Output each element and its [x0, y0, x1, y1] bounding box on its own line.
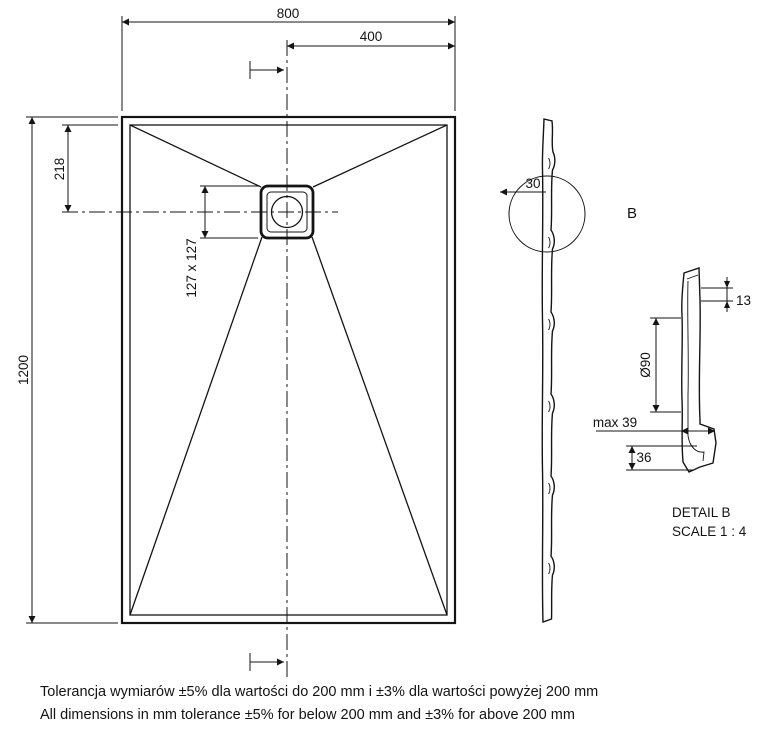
detail-dim-max39: max 39: [593, 415, 715, 435]
note-english: All dimensions in mm tolerance ±5% for b…: [40, 707, 575, 723]
tolerance-notes: Tolerancja wymiarów ±5% dla wartości do …: [40, 684, 598, 723]
drain-outer-frame: [259, 184, 315, 240]
detail-dim-d90: Ø90: [638, 317, 681, 413]
detail-dim-13: 13: [701, 277, 751, 312]
dim-1200: 1200: [16, 116, 118, 624]
detail-dim-13-label: 13: [736, 293, 751, 308]
detail-profile-outline: [681, 267, 717, 473]
side-texture-marks: [548, 157, 551, 575]
detail-scale: SCALE 1 : 4: [672, 524, 747, 539]
dim-218-label: 218: [52, 158, 67, 181]
detail-dim-d90-label: Ø90: [638, 352, 653, 378]
top-view: [120, 115, 457, 625]
centerlines: [62, 40, 338, 678]
dim-400: 400: [287, 29, 455, 50]
detail-dim-36: 36: [626, 445, 697, 471]
dim-drain-size: 127 x 127: [184, 185, 258, 298]
drain-inner-frame: [266, 191, 308, 233]
detail-dim-max39-label: max 39: [593, 415, 637, 430]
detail-title: DETAIL B: [672, 505, 731, 520]
drain: [259, 184, 315, 240]
dim-800-label: 800: [277, 6, 300, 21]
drain-circle: [270, 195, 304, 229]
callout-label: B: [627, 205, 637, 222]
direction-arrows: [249, 61, 284, 671]
detail-profile-inner-lines: [686, 274, 705, 462]
side-view: [541, 118, 556, 623]
tray-outer-edge: [120, 115, 457, 625]
dim-218: 218: [52, 124, 118, 212]
detail-b-view: 13 Ø90 max 39 36 DETAIL B SCALE 1 : 4: [593, 267, 751, 539]
side-profile: [541, 118, 556, 623]
dim-drain-size-label: 127 x 127: [184, 238, 199, 297]
detail-callout: B: [508, 175, 637, 253]
dim-800: 800: [121, 6, 456, 111]
dim-400-label: 400: [360, 29, 383, 44]
dim-1200-label: 1200: [16, 355, 31, 385]
dim-30-label: 30: [525, 176, 540, 191]
tray-inner-edge: [129, 124, 448, 616]
detail-dim-36-label: 36: [636, 450, 651, 465]
callout-circle: [508, 175, 586, 253]
dim-30: 30: [500, 176, 546, 196]
slope-lines: [129, 124, 448, 616]
note-polish: Tolerancja wymiarów ±5% dla wartości do …: [40, 684, 598, 700]
